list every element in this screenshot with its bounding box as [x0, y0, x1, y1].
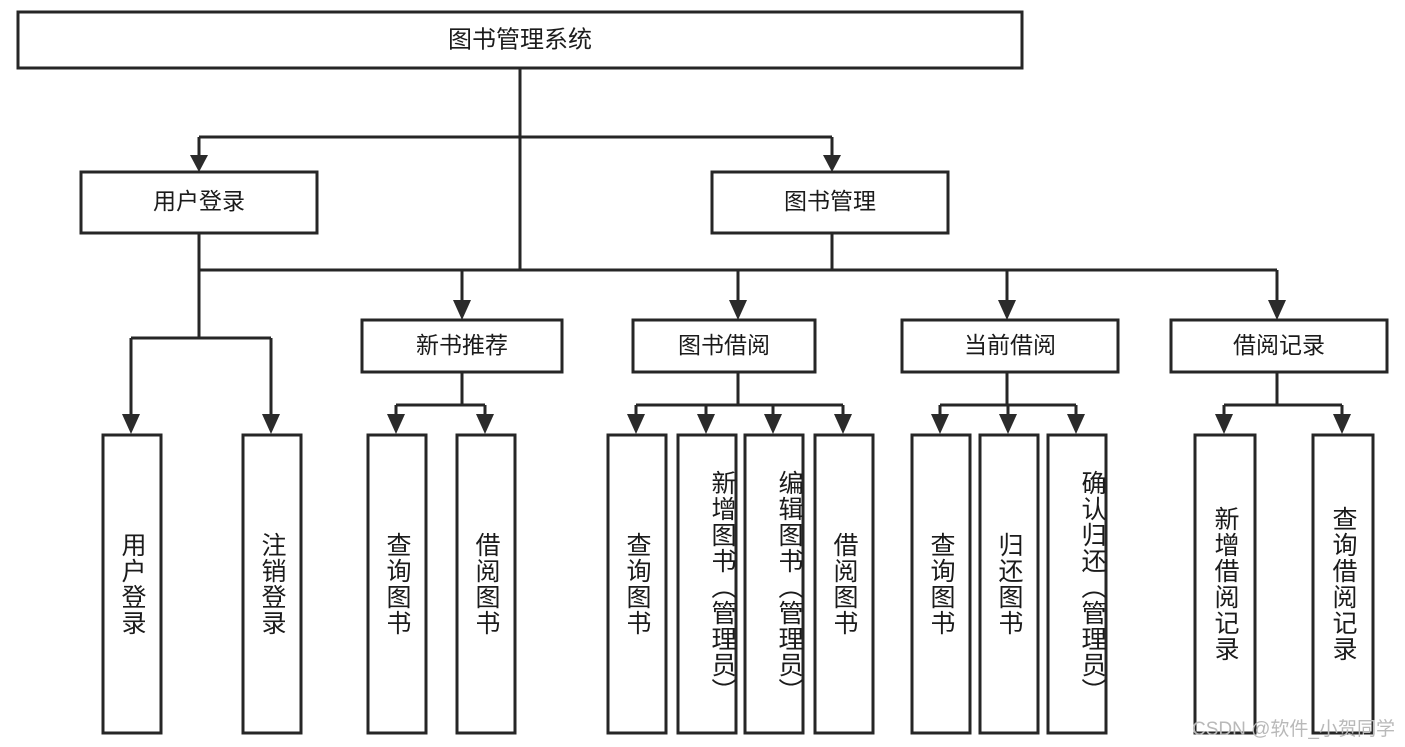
connector-layer [122, 68, 1351, 434]
arrow-leaf-borrow-book-2 [834, 414, 852, 434]
node-borrow-record[interactable]: 借阅记录 [1169, 318, 1389, 374]
arrow-leaf-user-login [122, 414, 140, 434]
node-new-book-recommend[interactable]: 新书推荐 [360, 318, 564, 374]
node-user-login[interactable]: 用户登录 [79, 170, 319, 235]
node-borrow-record-label: 借阅记录 [1233, 332, 1325, 358]
arrow-leaf-query-book-2 [627, 414, 645, 434]
node-user-login-label: 用户登录 [153, 188, 245, 214]
arrow-leaf-add-record [1215, 414, 1233, 434]
arrow-leaf-query-book-3 [931, 414, 949, 434]
leaf-box-query-book-3[interactable] [910, 433, 972, 735]
arrow-leaf-query-record [1333, 414, 1351, 434]
node-root[interactable]: 图书管理系统 [16, 10, 1024, 70]
leaf-box-add-book[interactable] [676, 433, 738, 735]
arrow-leaf-query-book-1 [387, 414, 405, 434]
arrow-book-management [823, 155, 841, 172]
node-current-borrow-box[interactable] [900, 318, 1120, 374]
leaf-box-borrow-book-1[interactable] [455, 433, 517, 735]
node-current-borrow[interactable]: 当前借阅 [900, 318, 1120, 374]
arrow-leaf-borrow-book-1 [476, 414, 494, 434]
arrow-leaf-add-book [697, 414, 715, 434]
leaf-box-borrow-book-2[interactable] [813, 433, 875, 735]
node-book-borrow-box[interactable] [631, 318, 817, 374]
arrow-current-borrow [998, 300, 1016, 320]
node-current-borrow-label: 当前借阅 [964, 332, 1056, 358]
arrow-user-login [190, 155, 208, 172]
leaf-box-confirm-return[interactable] [1046, 433, 1108, 735]
node-new-book-recommend-label: 新书推荐 [416, 332, 508, 358]
node-root-label: 图书管理系统 [448, 26, 592, 53]
arrow-leaf-logout [262, 414, 280, 434]
leaf-box-logout[interactable] [241, 433, 303, 735]
leaf-box-query-record[interactable] [1311, 433, 1375, 735]
node-book-borrow[interactable]: 图书借阅 [631, 318, 817, 374]
leaf-box-return-book[interactable] [978, 433, 1040, 735]
leaf-box-query-book-1[interactable] [366, 433, 428, 735]
node-new-book-recommend-box[interactable] [360, 318, 564, 374]
node-book-management-box[interactable] [710, 170, 950, 235]
arrow-new-book-recommend [453, 300, 471, 320]
node-book-management-label: 图书管理 [784, 188, 876, 214]
node-borrow-record-box[interactable] [1169, 318, 1389, 374]
leaf-box-user-login[interactable] [101, 433, 163, 735]
node-root-box[interactable] [16, 10, 1024, 70]
arrow-leaf-return-book [999, 414, 1017, 434]
arrow-borrow-record [1268, 300, 1286, 320]
arrow-leaf-edit-book [764, 414, 782, 434]
leaf-box-query-book-2[interactable] [606, 433, 668, 735]
leaf-box-edit-book[interactable] [743, 433, 805, 735]
arrow-book-borrow [729, 300, 747, 320]
watermark-text: CSDN @软件_小贺同学 [1192, 719, 1395, 740]
arrow-leaf-confirm-return [1067, 414, 1085, 434]
leaf-box-add-record[interactable] [1193, 433, 1257, 735]
node-user-login-box[interactable] [79, 170, 319, 235]
node-book-borrow-label: 图书借阅 [678, 332, 770, 358]
node-book-management[interactable]: 图书管理 [710, 170, 950, 235]
